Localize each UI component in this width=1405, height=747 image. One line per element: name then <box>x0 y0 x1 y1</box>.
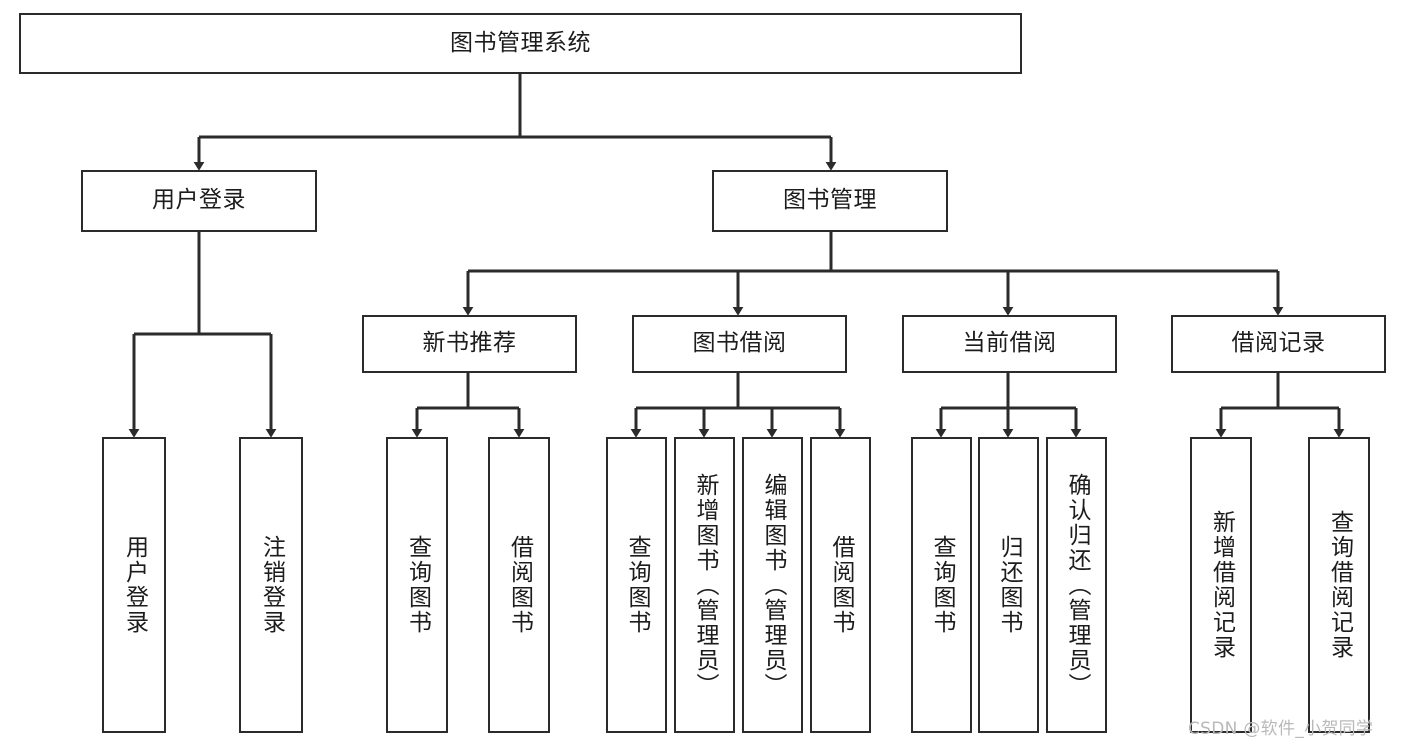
leaf-confirm-return-admin[interactable]: 确认归还（管理员） <box>1046 437 1107 733</box>
node-root[interactable]: 图书管理系统 <box>19 13 1022 74</box>
leaf-query-book-borrow-label: 查询图书 <box>624 535 650 635</box>
node-current-borrow[interactable]: 当前借阅 <box>902 315 1117 373</box>
leaf-borrow-book-label: 借阅图书 <box>828 535 854 635</box>
node-root-label: 图书管理系统 <box>450 29 591 56</box>
node-book-borrow[interactable]: 图书借阅 <box>632 315 847 373</box>
leaf-query-book-current-label: 查询图书 <box>929 535 955 635</box>
leaf-add-book-admin[interactable]: 新增图书（管理员） <box>674 437 735 733</box>
leaf-query-book-recommend[interactable]: 查询图书 <box>386 437 448 733</box>
leaf-borrow-book-recommend[interactable]: 借阅图书 <box>488 437 550 733</box>
node-borrow-record[interactable]: 借阅记录 <box>1171 315 1386 373</box>
node-borrow-record-label: 借阅记录 <box>1231 330 1326 357</box>
leaf-logout-label: 注销登录 <box>258 535 285 635</box>
leaf-add-borrow-record[interactable]: 新增借阅记录 <box>1190 437 1252 733</box>
leaf-return-book-label: 归还图书 <box>996 535 1022 635</box>
node-user-login[interactable]: 用户登录 <box>81 170 317 232</box>
node-user-login-label: 用户登录 <box>152 187 246 214</box>
leaf-edit-book-admin[interactable]: 编辑图书（管理员） <box>742 437 803 733</box>
leaf-user-login-label: 用户登录 <box>121 535 148 635</box>
leaf-query-book-borrow[interactable]: 查询图书 <box>606 437 667 733</box>
leaf-borrow-book[interactable]: 借阅图书 <box>810 437 871 733</box>
leaf-add-book-admin-label: 新增图书（管理员） <box>692 472 718 698</box>
leaf-add-borrow-record-label: 新增借阅记录 <box>1208 510 1235 660</box>
node-book-management[interactable]: 图书管理 <box>712 170 948 232</box>
leaf-query-borrow-record[interactable]: 查询借阅记录 <box>1308 437 1370 733</box>
leaf-query-book-current[interactable]: 查询图书 <box>911 437 972 733</box>
csdn-watermark: CSDN @软件_小贺同学 <box>1188 719 1374 739</box>
leaf-borrow-book-recommend-label: 借阅图书 <box>506 535 533 635</box>
node-new-book-recommend[interactable]: 新书推荐 <box>362 315 577 373</box>
node-book-borrow-label: 图书借阅 <box>692 330 787 357</box>
leaf-edit-book-admin-label: 编辑图书（管理员） <box>760 472 786 698</box>
leaf-logout[interactable]: 注销登录 <box>239 437 303 733</box>
leaf-confirm-return-admin-label: 确认归还（管理员） <box>1064 472 1090 698</box>
leaf-return-book[interactable]: 归还图书 <box>978 437 1039 733</box>
leaf-query-book-recommend-label: 查询图书 <box>404 535 431 635</box>
node-new-book-recommend-label: 新书推荐 <box>422 330 517 357</box>
leaf-query-borrow-record-label: 查询借阅记录 <box>1326 510 1353 660</box>
leaf-user-login[interactable]: 用户登录 <box>102 437 166 733</box>
node-current-borrow-label: 当前借阅 <box>962 330 1057 357</box>
node-book-management-label: 图书管理 <box>783 187 877 214</box>
